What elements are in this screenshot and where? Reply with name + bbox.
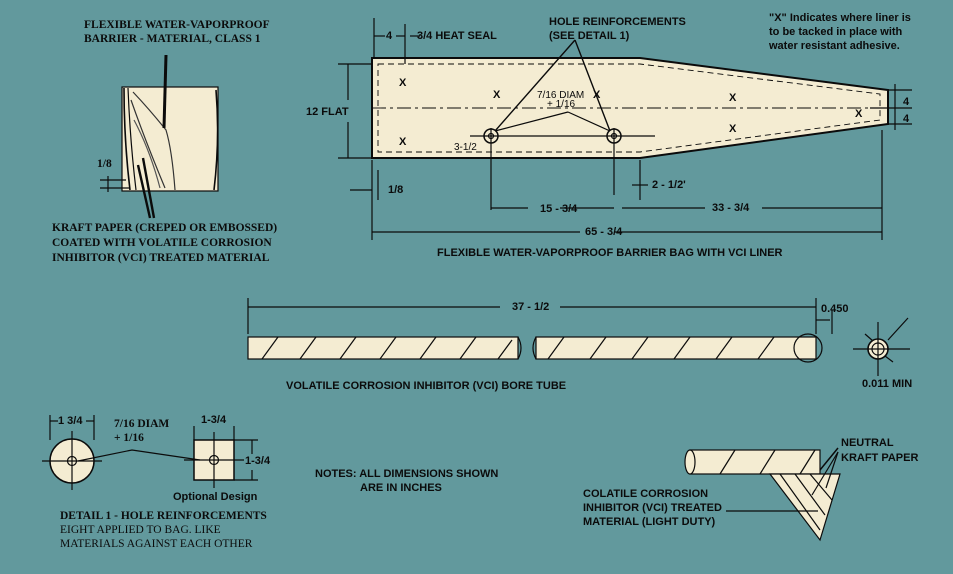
vci-light-duty-roll: [684, 447, 841, 542]
vci-light-line1: COLATILE CORROSION: [583, 488, 709, 500]
dim-thirtyseven: 37 - 1/2: [512, 301, 550, 313]
vci-light-line3: MATERIAL (LIGHT DUTY): [583, 516, 716, 528]
kraft-label-line3: INHIBITOR (VCI) TREATED MATERIAL: [52, 252, 270, 264]
neutral-label-line1: NEUTRAL: [841, 437, 894, 449]
detail-dim-square-width: 1-3/4: [201, 414, 227, 426]
tack-mark: X: [399, 136, 407, 148]
barrier-material-title-line1: FLEXIBLE WATER-VAPORPROOF: [84, 19, 270, 31]
notes-line2: ARE IN INCHES: [360, 482, 442, 494]
dim-eighth-bag: 1/8: [388, 184, 404, 196]
dim-fifteen: 15 - 3/4: [540, 203, 578, 215]
barrier-material-title-line2: BARRIER - MATERIAL, CLASS 1: [84, 33, 261, 45]
dim-four-top: 4: [386, 30, 393, 42]
detail-hole-reinforcements: [42, 415, 258, 490]
barrier-bag: [338, 18, 912, 240]
tack-mark: X: [593, 89, 601, 101]
optional-design-label: Optional Design: [173, 491, 258, 503]
dim-eighth-left: 1/8: [97, 158, 112, 170]
tack-mark: X: [729, 123, 737, 135]
hole-reinforcements-label: HOLE REINFORCEMENTS: [549, 16, 686, 28]
dim-three-half: 3-1/2: [454, 142, 477, 153]
tack-mark: X: [493, 89, 501, 101]
detail-note-line1: EIGHT APPLIED TO BAG. LIKE: [60, 524, 221, 536]
dim-two-half: 2 - 1/2': [652, 179, 686, 191]
neutral-label-line2: KRAFT PAPER: [841, 452, 919, 464]
detail-dim-round: 1 3/4: [58, 415, 83, 427]
hole-tolerance-label: + 1/16: [547, 99, 576, 110]
dim-four-right-b: 4: [903, 113, 910, 125]
tube-title: VOLATILE CORROSION INHIBITOR (VCI) BORE …: [286, 380, 567, 392]
tack-note-line1: "X" Indicates where liner is: [769, 12, 911, 24]
twelve-flat-dim: 12 FLAT: [306, 106, 349, 118]
heat-seal-label: 3/4 HEAT SEAL: [417, 30, 497, 42]
tack-note-line2: to be tacked in place with: [769, 26, 903, 38]
see-detail-label: (SEE DETAIL 1): [549, 30, 630, 42]
tube-outer-diameter: 0.450: [821, 303, 849, 315]
detail-tolerance: + 1/16: [114, 432, 144, 444]
material-sample: [100, 54, 219, 219]
tack-mark: X: [855, 108, 863, 120]
tack-mark: X: [399, 77, 407, 89]
bag-title: FLEXIBLE WATER-VAPORPROOF BARRIER BAG WI…: [437, 247, 783, 259]
dim-sixtyfive: 65 - 3/4: [585, 226, 623, 238]
bore-tube: [247, 298, 910, 376]
tube-min-wall: 0.011 MIN: [862, 378, 913, 390]
notes-line1: NOTES: ALL DIMENSIONS SHOWN: [315, 468, 499, 480]
detail-title: DETAIL 1 - HOLE REINFORCEMENTS: [60, 510, 267, 522]
kraft-label-line1: KRAFT PAPER (CREPED OR EMBOSSED): [52, 222, 278, 234]
vci-light-line2: INHIBITOR (VCI) TREATED: [583, 502, 722, 514]
detail-dim-square-height: 1-3/4: [245, 455, 271, 467]
dim-four-right-a: 4: [903, 96, 910, 108]
dim-thirtythree: 33 - 3/4: [712, 202, 750, 214]
kraft-label-line2: COATED WITH VOLATILE CORROSION: [52, 237, 272, 249]
detail-note-line2: MATERIALS AGAINST EACH OTHER: [60, 538, 253, 550]
tack-mark: X: [729, 92, 737, 104]
tack-note-line3: water resistant adhesive.: [769, 40, 900, 52]
hole-diameter-label: 7/16 DIAM: [537, 90, 585, 101]
detail-diameter: 7/16 DIAM: [114, 418, 170, 430]
